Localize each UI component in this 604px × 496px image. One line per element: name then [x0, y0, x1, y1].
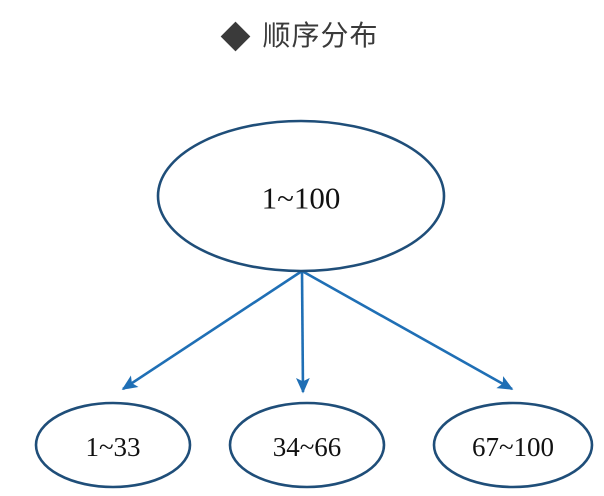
- node-child-2[interactable]: 34~66: [228, 401, 386, 489]
- connector-group: [121, 269, 514, 394]
- connector-to-child-1: [121, 269, 303, 391]
- node-child-1[interactable]: 1~33: [34, 401, 192, 489]
- child-node-shape[interactable]: [228, 401, 386, 489]
- root-node-shape[interactable]: [156, 119, 446, 273]
- child-node-label: 34~66: [273, 432, 342, 462]
- node-root[interactable]: 1~100: [156, 119, 446, 273]
- child-node-shape[interactable]: [34, 401, 192, 489]
- root-node-label: 1~100: [262, 181, 341, 216]
- node-child-3[interactable]: 67~100: [432, 401, 594, 489]
- page-title: 顺序分布: [262, 19, 379, 52]
- child-node-label: 1~33: [85, 432, 140, 462]
- slide-title-row: 顺序分布: [0, 19, 604, 52]
- child-node-label: 67~100: [472, 432, 554, 462]
- connector-to-child-3: [301, 269, 514, 391]
- child-node-shape[interactable]: [432, 401, 594, 489]
- connector-to-child-2: [295, 270, 310, 394]
